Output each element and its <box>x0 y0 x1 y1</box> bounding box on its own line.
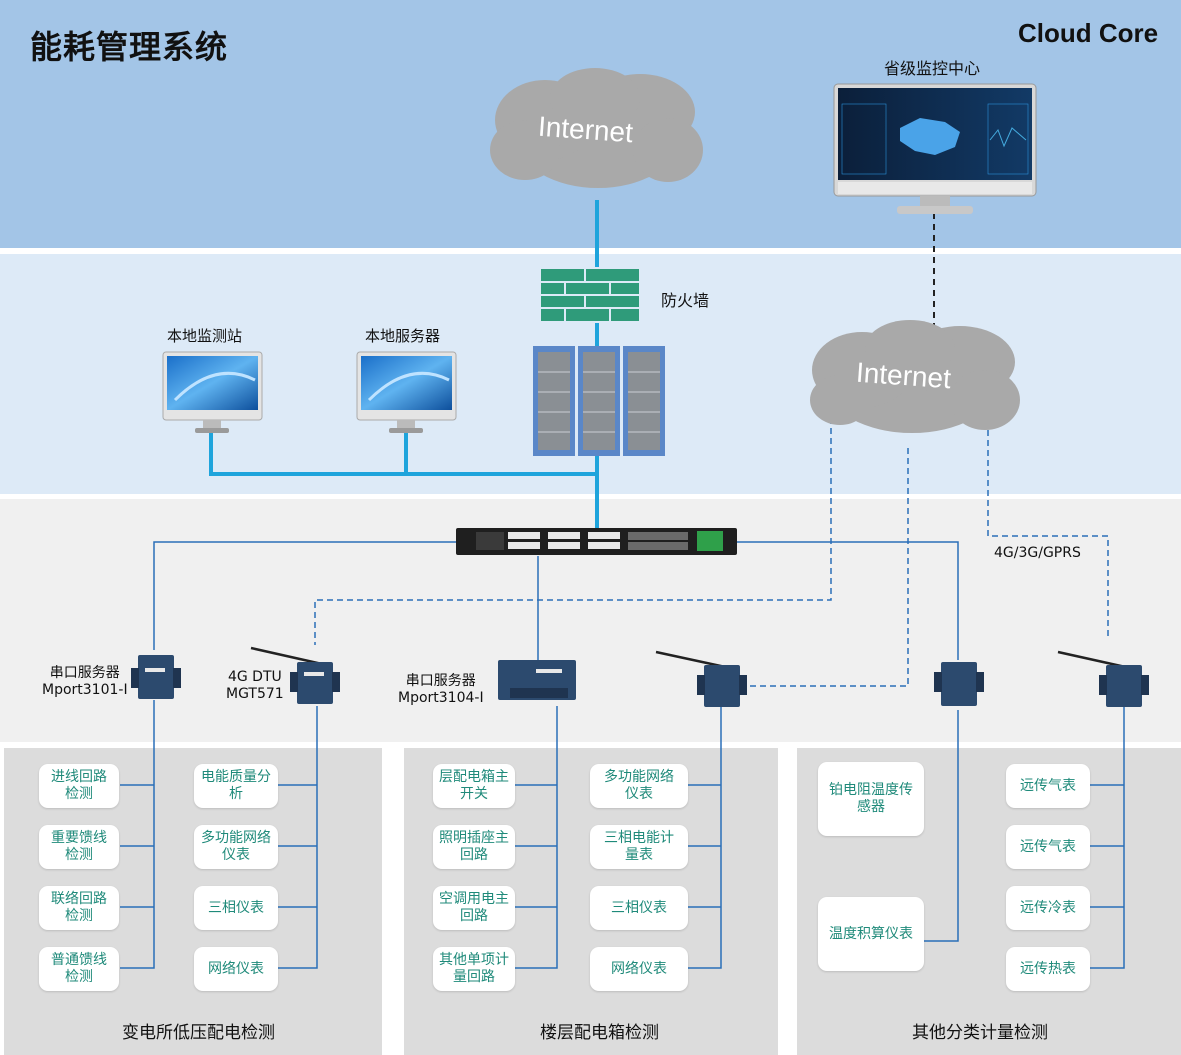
other-left-box-1[interactable]: 铂电阻温度传感器 <box>818 762 924 836</box>
floor-right-box-2[interactable]: 三相电能计量表 <box>590 825 688 869</box>
local-station-monitor <box>162 351 263 433</box>
floor-right-box-1[interactable]: 多功能网络仪表 <box>590 764 688 808</box>
floor-left-box-4[interactable]: 其他单项计量回路 <box>433 947 515 991</box>
monitor-center-screen <box>833 83 1037 214</box>
other-right-box-1[interactable]: 远传气表 <box>1006 764 1090 808</box>
server-rack-cluster <box>533 346 665 456</box>
sub-right-box-3[interactable]: 三相仪表 <box>194 886 278 930</box>
field-bus-lines <box>120 700 1125 969</box>
wireless-links <box>314 418 1109 687</box>
internet-label-top: Internet <box>537 110 634 149</box>
sub-left-box-3[interactable]: 联络回路检测 <box>39 886 119 930</box>
wireless-device-other <box>1057 650 1149 707</box>
firewall-icon <box>539 267 641 323</box>
mgt571-label: 4G DTU MGT571 <box>226 669 284 703</box>
mport3104-model: Mport3104-I <box>398 690 484 706</box>
mport3101-device <box>131 655 181 699</box>
mgt571-model: MGT571 <box>226 686 284 702</box>
mport3104-device <box>498 660 576 700</box>
other-right-box-4[interactable]: 远传热表 <box>1006 947 1090 991</box>
mgt571-device <box>250 646 340 704</box>
sub-right-box-2[interactable]: 多功能网络仪表 <box>194 825 278 869</box>
other-left-box-2[interactable]: 温度积算仪表 <box>818 897 924 971</box>
mport3104-type: 串口服务器 <box>405 673 476 689</box>
floor-right-box-4[interactable]: 网络仪表 <box>590 947 688 991</box>
wireless-device-floor <box>655 650 747 707</box>
firewall-label: 防火墙 <box>661 291 710 310</box>
sub-left-box-4[interactable]: 普通馈线检测 <box>39 947 119 991</box>
local-network-links <box>209 200 599 528</box>
floor-left-box-2[interactable]: 照明插座主回路 <box>433 825 515 869</box>
sub-right-box-1[interactable]: 电能质量分析 <box>194 764 278 808</box>
monitor-center-label: 省级监控中心 <box>884 59 981 78</box>
local-station-label: 本地监测站 <box>167 327 243 345</box>
sub-left-box-1[interactable]: 进线回路检测 <box>39 764 119 808</box>
substation-title: 变电所低压配电检测 <box>122 1023 275 1043</box>
internet-cloud-right <box>810 320 1020 433</box>
internet-cloud-top <box>490 68 703 188</box>
local-server-monitor <box>356 351 457 433</box>
mport3101-type: 串口服务器 <box>49 665 120 681</box>
mport3101-model: Mport3101-I <box>42 682 128 698</box>
wireless-label: 4G/3G/GPRS <box>994 545 1081 561</box>
internet-label-right: Internet <box>855 356 952 395</box>
brand-label: Cloud Core <box>1018 18 1159 48</box>
sub-right-box-4[interactable]: 网络仪表 <box>194 947 278 991</box>
other-right-box-2[interactable]: 远传气表 <box>1006 825 1090 869</box>
mport3101-label: 串口服务器 Mport3101-I <box>42 665 128 699</box>
sub-left-box-2[interactable]: 重要馈线检测 <box>39 825 119 869</box>
industrial-switch <box>456 528 737 555</box>
mgt571-type: 4G DTU <box>227 669 282 685</box>
serial-device-other <box>934 662 984 706</box>
floor-left-box-3[interactable]: 空调用电主回路 <box>433 886 515 930</box>
other-right-box-3[interactable]: 远传冷表 <box>1006 886 1090 930</box>
local-server-label: 本地服务器 <box>365 327 441 345</box>
page-title: 能耗管理系统 <box>30 28 229 66</box>
mport3104-label: 串口服务器 Mport3104-I <box>398 673 484 707</box>
floor-right-box-3[interactable]: 三相仪表 <box>590 886 688 930</box>
ethernet-links <box>153 541 959 660</box>
other-title: 其他分类计量检测 <box>912 1023 1048 1043</box>
floor-left-box-1[interactable]: 层配电箱主开关 <box>433 764 515 808</box>
floor-title: 楼层配电箱检测 <box>540 1023 659 1043</box>
